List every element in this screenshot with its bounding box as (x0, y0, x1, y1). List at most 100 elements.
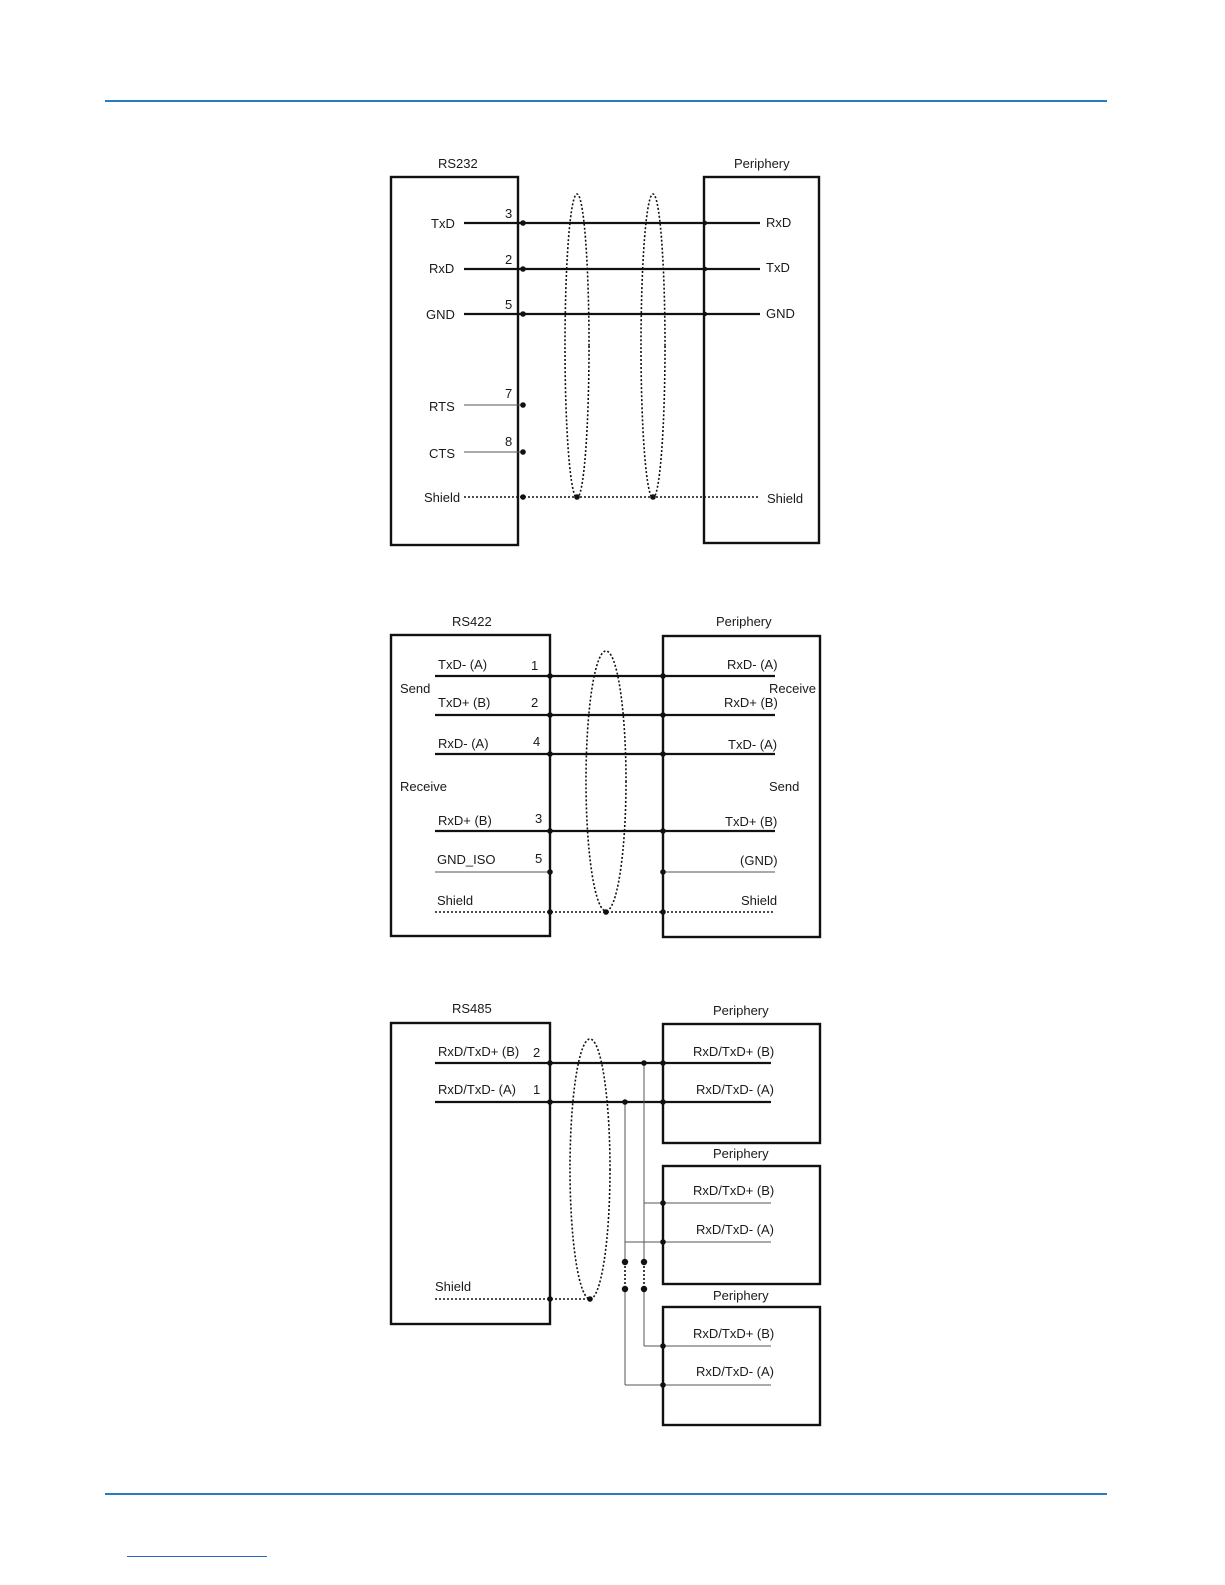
rs422-label-shield: Shield (437, 893, 473, 908)
rs485-node (660, 1239, 666, 1245)
rs485-p1-label-b: RxD/TxD+ (B) (693, 1044, 774, 1059)
rs422-group-receive-right: Receive (769, 681, 816, 696)
rs485-p3-label-a: RxD/TxD- (A) (696, 1364, 774, 1379)
rs422-diagram: RS422 Periphery Send Receive Receive Sen… (389, 614, 822, 939)
rs485-node (660, 1099, 666, 1105)
rs232-shield-ellipse-2 (640, 193, 666, 499)
rs232-periph-label-rxd: RxD (766, 215, 791, 230)
rs232-title: RS232 (438, 156, 478, 171)
rs422-shield-ellipse (585, 650, 627, 912)
rs485-pin-1: 1 (533, 1082, 540, 1097)
rs232-diagram: RS232 Periphery TxD RxD GND RTS CTS Shie… (389, 156, 821, 547)
rs422-pin-4: 4 (533, 734, 540, 749)
rs232-node (520, 402, 526, 408)
rs485-p3-label-b: RxD/TxD+ (B) (693, 1326, 774, 1341)
rs422-node (547, 673, 553, 679)
rs232-label-txd: TxD (431, 216, 455, 231)
rs232-pin-8: 8 (505, 434, 512, 449)
rs422-node (547, 869, 553, 875)
rs422-node (660, 751, 666, 757)
rs232-node (650, 494, 656, 500)
rs485-connector-box (389, 1021, 552, 1326)
rs422-node (660, 869, 666, 875)
rs232-label-cts: CTS (429, 446, 455, 461)
rs232-node (520, 266, 526, 272)
rs485-label-shield: Shield (435, 1279, 471, 1294)
rs422-title: RS422 (452, 614, 492, 629)
rs232-label-rts: RTS (429, 399, 455, 414)
rs485-node (547, 1099, 553, 1105)
rs422-label-txd-a: TxD- (A) (438, 657, 487, 672)
rs422-periph-label-txd-b: TxD+ (B) (725, 814, 777, 829)
rs232-label-rxd: RxD (429, 261, 454, 276)
rs232-pin-5: 5 (505, 297, 512, 312)
rs485-periphery-1-title: Periphery (713, 1003, 769, 1018)
rs422-label-gnd-iso: GND_ISO (437, 852, 496, 867)
rs422-periph-label-rxd-a: RxD- (A) (727, 657, 778, 672)
rs485-node (641, 1060, 647, 1066)
rs422-periph-label-shield: Shield (741, 893, 777, 908)
rs485-periphery-2-title: Periphery (713, 1146, 769, 1161)
rs485-shield-ellipse (569, 1038, 611, 1300)
rs232-pin-3: 3 (505, 206, 512, 221)
rs422-pin-2: 2 (531, 695, 538, 710)
rs232-node (702, 266, 708, 272)
rs232-shield-ellipse-1 (564, 193, 590, 499)
rs485-node (660, 1382, 666, 1388)
rs422-node (660, 909, 666, 915)
footer-rule (105, 1493, 1107, 1495)
rs422-node (660, 828, 666, 834)
rs232-node (520, 220, 526, 226)
rs485-node (621, 1258, 629, 1266)
rs485-node (640, 1285, 648, 1293)
rs485-node (660, 1200, 666, 1206)
rs485-node (547, 1060, 553, 1066)
rs232-node (520, 449, 526, 455)
rs422-pin-3: 3 (535, 811, 542, 826)
rs232-connector-box (389, 175, 520, 547)
rs422-node (603, 909, 609, 915)
rs232-node (574, 494, 580, 500)
rs232-node (702, 311, 708, 317)
rs485-node (587, 1296, 593, 1302)
rs232-label-gnd: GND (426, 307, 455, 322)
rs422-group-send-right: Send (769, 779, 799, 794)
rs422-connector-box (389, 633, 552, 938)
rs232-periph-label-shield: Shield (767, 491, 803, 506)
rs422-label-txd-b: TxD+ (B) (438, 695, 490, 710)
rs485-node (621, 1285, 629, 1293)
rs232-label-shield: Shield (424, 490, 460, 505)
rs485-label-b: RxD/TxD+ (B) (438, 1044, 519, 1059)
rs232-pin-7: 7 (505, 386, 512, 401)
rs485-periphery-2-box (661, 1164, 822, 1286)
rs485-node (660, 1060, 666, 1066)
rs485-title: RS485 (452, 1001, 492, 1016)
rs485-p2-label-a: RxD/TxD- (A) (696, 1222, 774, 1237)
rs422-group-receive-left: Receive (400, 779, 447, 794)
rs232-periph-label-txd: TxD (766, 260, 790, 275)
rs232-node (520, 494, 526, 500)
rs422-node (660, 673, 666, 679)
rs485-diagram: RS485 Periphery Periphery Periphery (389, 1001, 822, 1427)
rs232-node (520, 311, 526, 317)
rs485-periphery-1-box (661, 1022, 822, 1145)
rs422-node (547, 712, 553, 718)
rs485-label-a: RxD/TxD- (A) (438, 1082, 516, 1097)
rs422-pin-1: 1 (531, 658, 538, 673)
rs485-p2-label-b: RxD/TxD+ (B) (693, 1183, 774, 1198)
footer-link-underline (127, 1556, 267, 1557)
rs422-periphery-title: Periphery (716, 614, 772, 629)
rs422-periph-label-rxd-b: RxD+ (B) (724, 695, 778, 710)
rs485-periphery-3-box (661, 1305, 822, 1427)
rs485-node (640, 1258, 648, 1266)
rs485-node (547, 1296, 553, 1302)
rs232-node (702, 220, 708, 226)
rs485-p1-label-a: RxD/TxD- (A) (696, 1082, 774, 1097)
rs422-periph-label-gnd: (GND) (740, 853, 778, 868)
rs422-periph-label-txd-a: TxD- (A) (728, 737, 777, 752)
rs232-pin-2: 2 (505, 252, 512, 267)
rs422-node (547, 909, 553, 915)
rs422-periphery-box (661, 634, 822, 939)
rs232-periphery-title: Periphery (734, 156, 790, 171)
